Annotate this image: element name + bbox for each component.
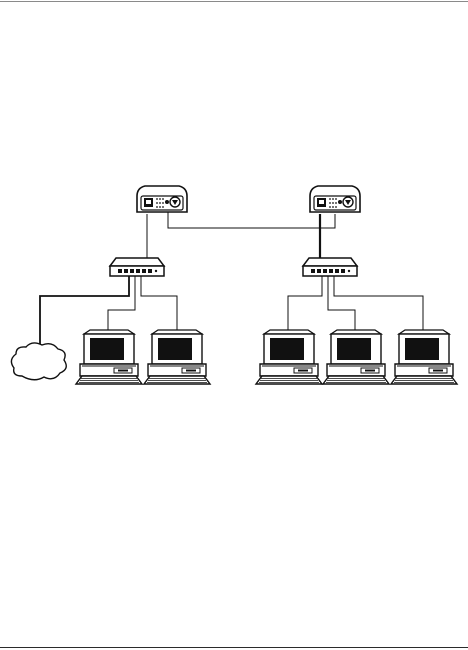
computer-icon-3 [256, 330, 322, 384]
link-hub-right-to-pc-5 [334, 276, 423, 330]
computer-icon-2 [144, 330, 210, 384]
bottom-rule [0, 647, 468, 648]
link-hub-right-to-pc-3 [288, 276, 322, 330]
hub-icon-left [110, 258, 164, 276]
computer-icon-4 [323, 330, 389, 384]
link-hub-left-to-pc-1 [108, 276, 135, 330]
network-adapter-icon-right [310, 186, 360, 212]
hub-icon-right [303, 258, 357, 276]
internet-cloud-icon [11, 343, 66, 380]
link-hub-right-to-pc-4 [328, 276, 355, 330]
computer-icon-1 [76, 330, 142, 384]
link-hub-left-to-pc-2 [141, 276, 177, 330]
network-adapter-icon-left [137, 186, 187, 212]
computer-icon-5 [391, 330, 457, 384]
network-cables [40, 204, 423, 347]
